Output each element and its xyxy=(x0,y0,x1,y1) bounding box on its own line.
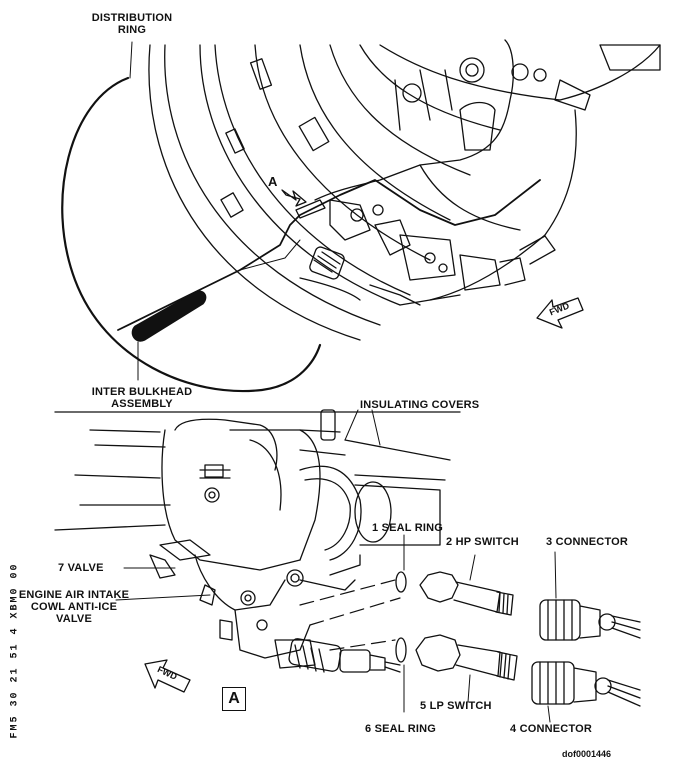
label-valve-7: 7 VALVE xyxy=(58,562,104,574)
fwd-arrow-lower xyxy=(144,659,191,693)
label-arrow-a: A xyxy=(268,174,278,189)
seal-ring-6 xyxy=(395,637,407,663)
label-lp-switch: 5 LP SWITCH xyxy=(420,700,492,712)
connector-4-part xyxy=(531,661,641,723)
engine-casing xyxy=(148,39,661,341)
exploded-view-lines xyxy=(299,579,401,651)
label-engine-air-intake-valve: ENGINE AIR INTAKE COWL ANTI-ICE VALVE xyxy=(18,589,130,625)
seal-ring-1 xyxy=(395,571,407,593)
fwd-arrow-upper xyxy=(536,297,584,329)
label-distribution-ring: DISTRIBUTION RING xyxy=(91,12,173,36)
label-seal-ring-6: 6 SEAL RING xyxy=(365,723,437,735)
figure-code-vertical: FM5 30 21 51 4 XBM0 00 xyxy=(9,562,21,739)
view-a-arrow xyxy=(281,189,326,219)
label-inter-bulkhead-assembly: INTER BULKHEAD ASSEMBLY xyxy=(91,386,193,410)
hp-switch-part xyxy=(419,554,514,616)
valve-assembly xyxy=(54,409,461,673)
label-connector-3: 3 CONNECTOR xyxy=(546,536,629,548)
inter-bulkhead-assembly-shape xyxy=(131,290,207,342)
drawing-reference-code: dof0001446 xyxy=(562,749,612,759)
distribution-ring xyxy=(61,76,322,393)
detail-a-box: A xyxy=(222,687,246,711)
label-connector-4: 4 CONNECTOR xyxy=(510,723,593,735)
label-hp-switch: 2 HP SWITCH xyxy=(446,536,519,548)
lp-switch-part xyxy=(415,634,518,703)
label-insulating-covers: INSULATING COVERS xyxy=(360,399,480,411)
label-seal-ring-1: 1 SEAL RING xyxy=(372,522,444,534)
pipe-line xyxy=(117,179,541,331)
connector-3-part xyxy=(539,551,641,641)
